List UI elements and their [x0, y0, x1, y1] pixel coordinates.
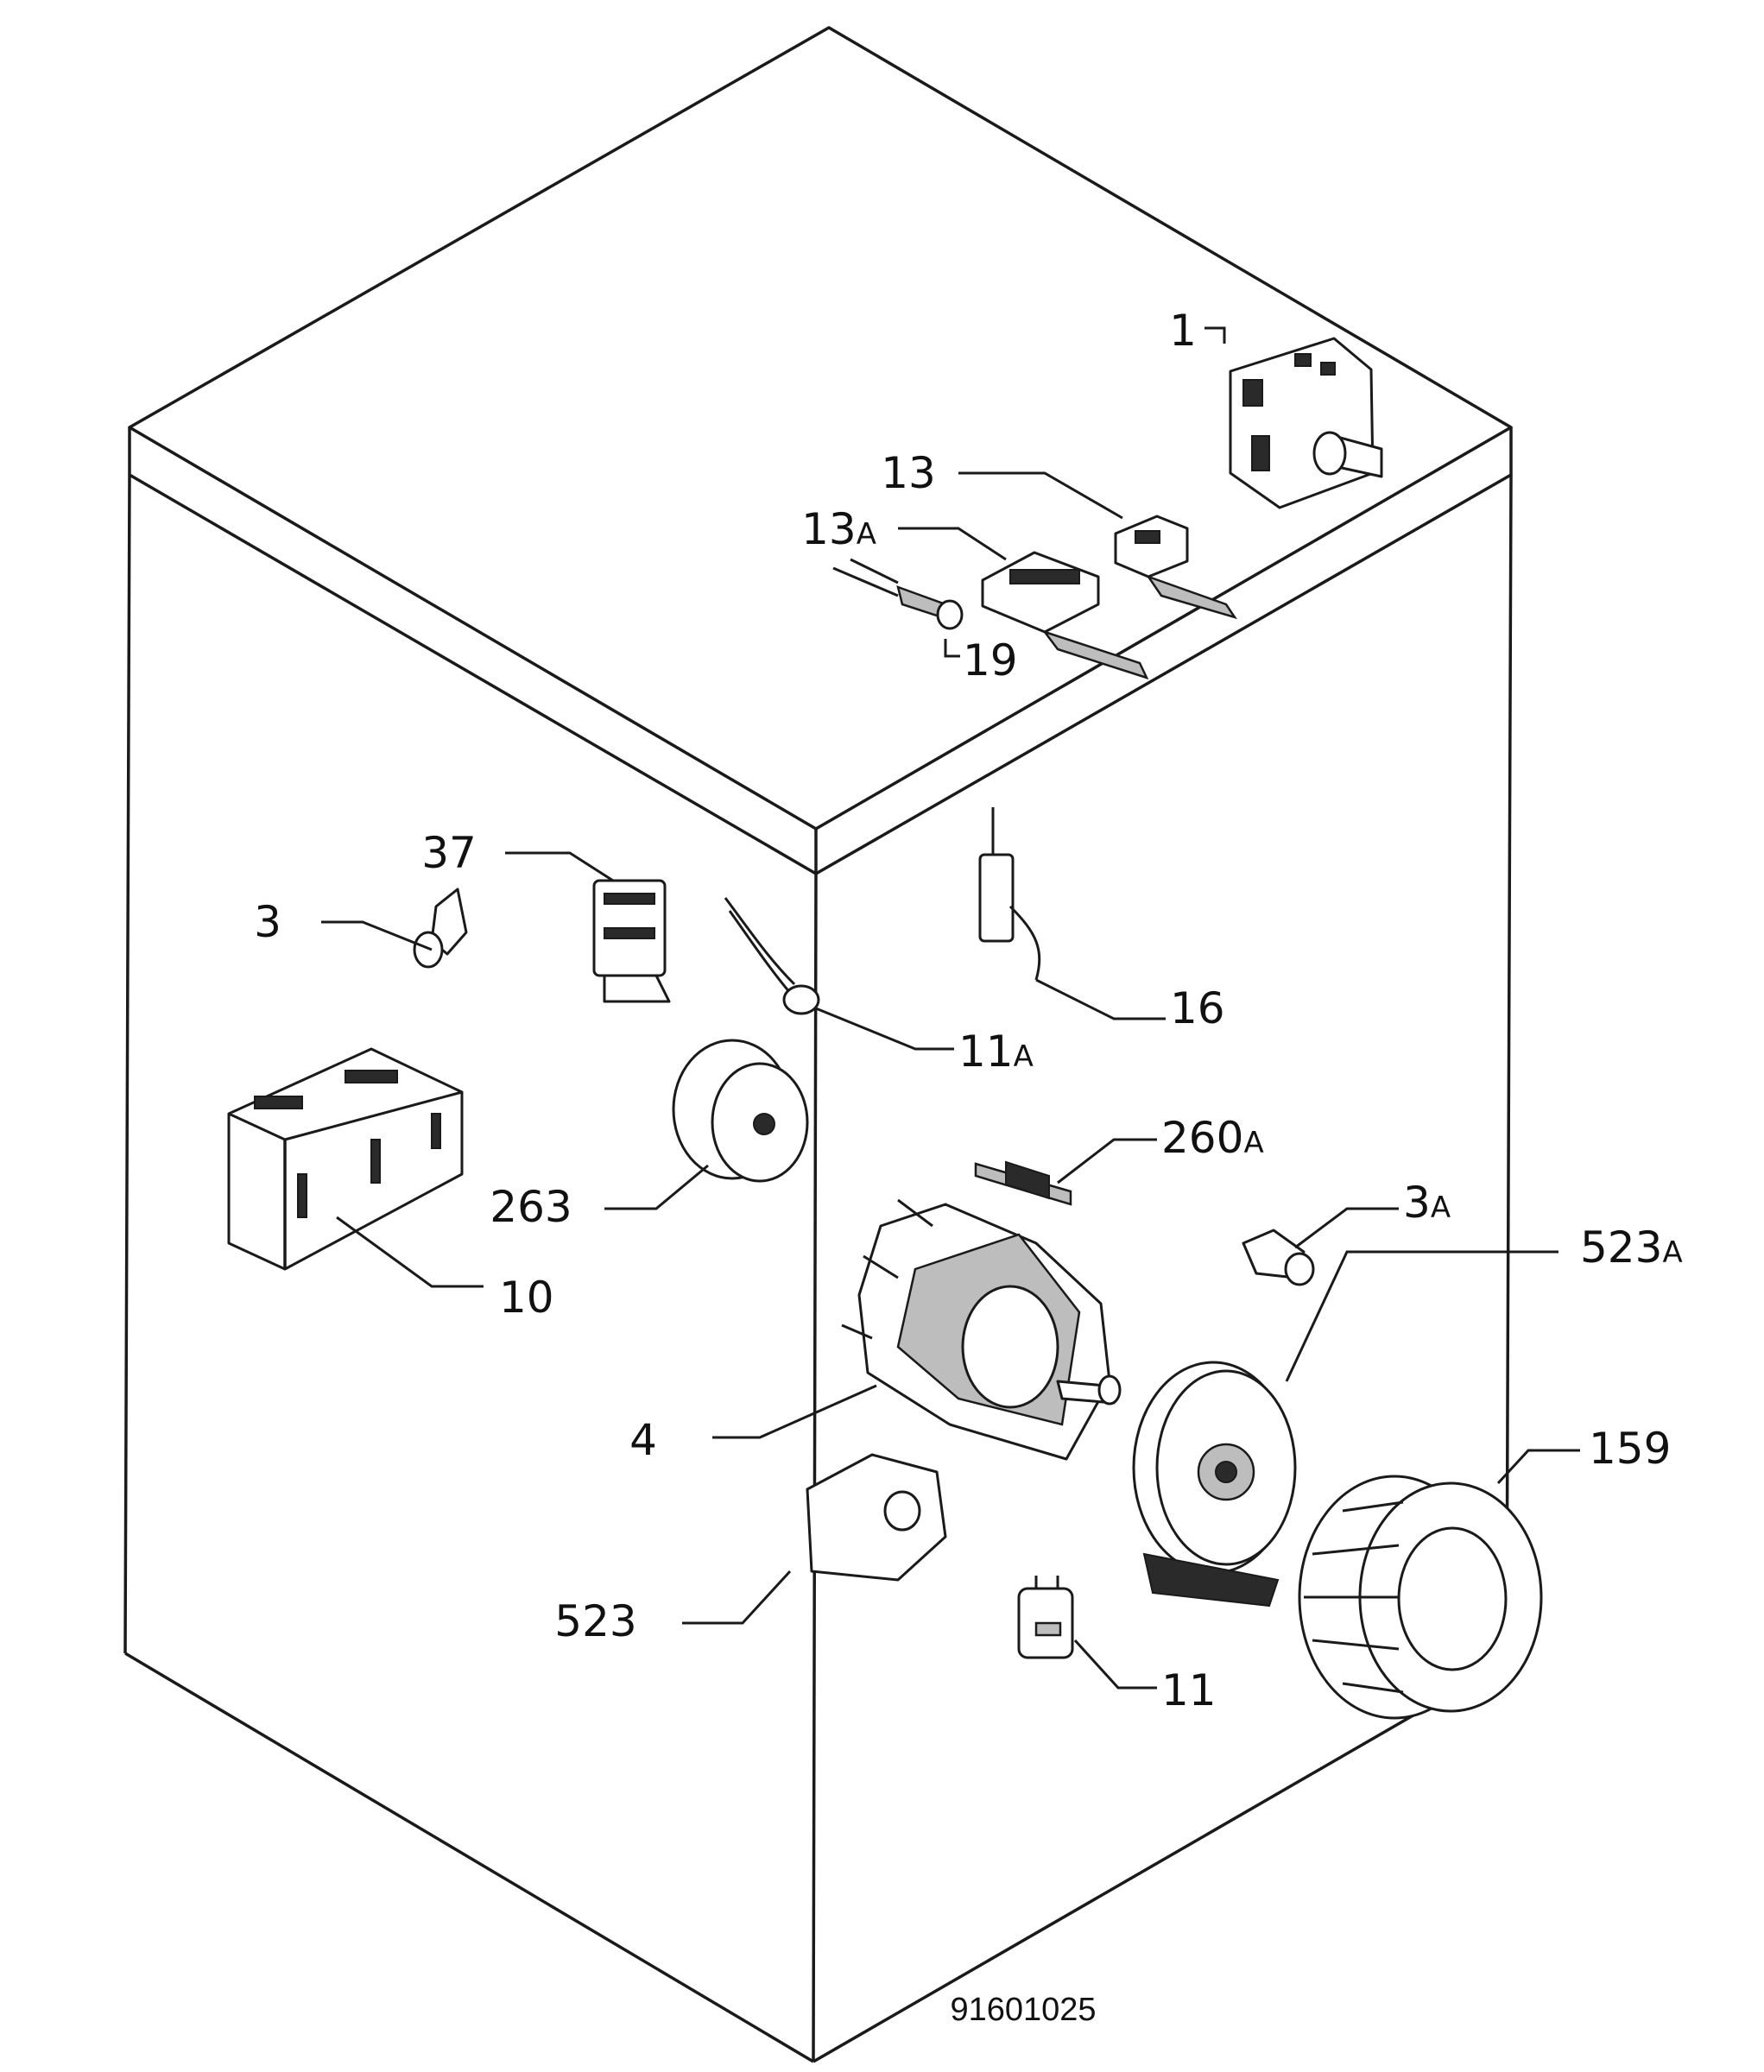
callout-11: 11 [1161, 1665, 1217, 1715]
callout-3a-suffix: A [1431, 1191, 1451, 1225]
callout-3a: 3A [1403, 1178, 1451, 1228]
part-13-switch [1114, 515, 1237, 620]
callout-11a-suffix: A [1014, 1039, 1034, 1074]
part-1-programme-switch [1229, 337, 1383, 509]
callout-10: 10 [499, 1273, 554, 1323]
callout-13a-suffix: A [857, 517, 876, 552]
callout-260a-number: 260 [1161, 1113, 1243, 1163]
callout-13: 13 [881, 448, 936, 498]
callout-523: 523 [554, 1596, 636, 1646]
callout-16: 16 [1170, 983, 1225, 1033]
part-159-fan-wheel [1298, 1475, 1543, 1720]
callout-260a-suffix: A [1243, 1126, 1263, 1160]
part-3-cam [413, 888, 468, 969]
callout-11a-number: 11 [958, 1027, 1014, 1077]
callout-labels: 1 13 13A 19 37 3 16 11A 260A 263 3A 10 5… [254, 306, 1683, 1715]
part-523a-fan-plate [1132, 1361, 1297, 1608]
callout-1: 1 [1169, 306, 1197, 356]
part-37-module [592, 879, 671, 1003]
figure-number: 91601025 [950, 1992, 1096, 2028]
part-523-bracket [806, 1453, 947, 1582]
part-4-motor [841, 1198, 1122, 1461]
callout-523a-number: 523 [1580, 1222, 1662, 1273]
part-263-pulley [672, 1039, 809, 1183]
callout-523a-suffix: A [1662, 1235, 1682, 1270]
part-10-control-module [227, 1047, 464, 1271]
part-11-capacitor [1017, 1576, 1074, 1659]
part-3a-sensor [1242, 1229, 1315, 1286]
callout-13a-number: 13 [801, 504, 857, 554]
part-11a-suppressor [724, 897, 820, 1015]
callout-263: 263 [490, 1182, 572, 1232]
callout-159: 159 [1589, 1424, 1671, 1474]
callout-11a: 11A [958, 1027, 1034, 1077]
callout-3: 3 [254, 897, 281, 947]
callout-4: 4 [629, 1415, 657, 1465]
leader-lines [321, 326, 1580, 1690]
part-260a-spring [974, 1160, 1072, 1206]
part-19-indicator-lamp [832, 558, 964, 630]
part-16-thermostat [978, 807, 1041, 981]
callout-13a: 13A [801, 504, 876, 554]
callout-19: 19 [963, 635, 1018, 685]
cabinet-outline [123, 26, 1513, 2063]
callout-260a: 260A [1161, 1113, 1264, 1163]
part-13a-switch [981, 551, 1149, 680]
callout-37: 37 [421, 828, 477, 878]
callout-3a-number: 3 [1403, 1178, 1431, 1228]
callout-523a: 523A [1580, 1222, 1683, 1273]
